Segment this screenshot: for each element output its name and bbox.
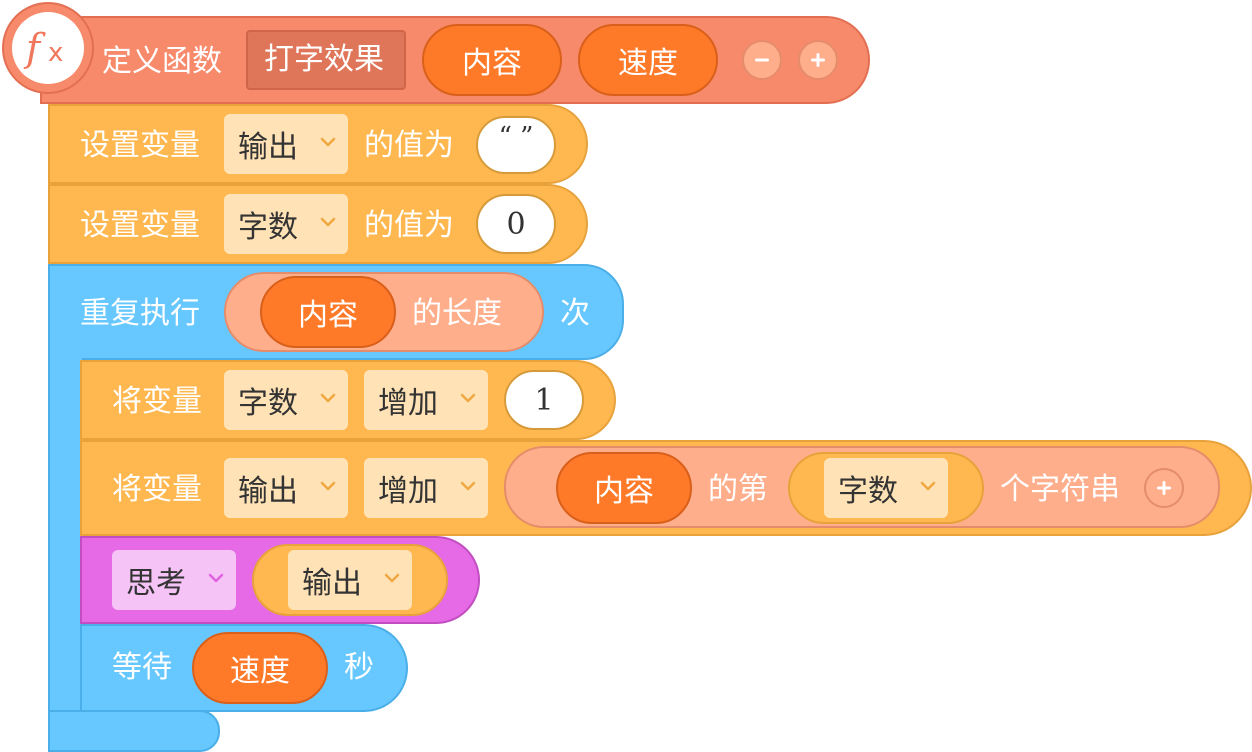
chevron-down-icon [320,137,336,147]
change-variable-keyword: 将变量 [112,384,202,419]
value-label: 的值为 [364,208,454,243]
nth-label: 的第 [708,472,768,507]
variable-dropdown-count[interactable]: 字数 [224,370,348,430]
plus-icon [1157,481,1171,495]
param-speed[interactable]: 速度 [578,24,718,96]
variable-dropdown-output[interactable]: 输出 [288,550,412,610]
operation-dropdown-increase[interactable]: 增加 [364,458,488,518]
add-param-button[interactable] [798,40,838,80]
repeat-block-footer [48,710,220,752]
value-label: 的值为 [364,128,454,163]
length-label: 的长度 [412,296,502,331]
variable-dropdown-label: 字数 [838,474,898,509]
seconds-label: 秒 [344,650,374,685]
minus-icon [755,58,769,62]
variable-dropdown-label: 输出 [302,566,362,601]
variable-dropdown-count[interactable]: 字数 [224,194,348,254]
value-input-zero[interactable]: 0 [476,194,556,254]
param-content-reporter[interactable]: 内容 [556,452,692,524]
substring-suffix-label: 个字符串 [1000,472,1120,507]
param-content-reporter[interactable]: 内容 [260,276,396,348]
param-speed-reporter[interactable]: 速度 [192,632,328,704]
function-name-field[interactable]: 打字效果 [246,30,406,90]
operation-dropdown-increase[interactable]: 增加 [364,370,488,430]
variable-dropdown-label: 输出 [238,474,298,509]
param-content[interactable]: 内容 [422,24,562,96]
set-variable-keyword: 设置变量 [80,128,200,163]
remove-param-button[interactable] [742,40,782,80]
variable-dropdown-output[interactable]: 输出 [224,114,348,174]
repeat-keyword: 重复执行 [80,296,200,331]
value-input-empty-string[interactable]: “ ” [476,116,556,174]
chevron-down-icon [320,393,336,403]
chevron-down-icon [384,573,400,583]
variable-dropdown-label: 字数 [238,386,298,421]
value-input-one[interactable]: 1 [504,370,584,430]
chevron-down-icon [460,481,476,491]
variable-dropdown-label: 输出 [238,130,298,165]
wait-keyword: 等待 [112,650,172,685]
variable-dropdown-label: 字数 [238,210,298,245]
add-argument-button[interactable] [1144,468,1184,508]
chevron-down-icon [320,217,336,227]
variable-dropdown-count[interactable]: 字数 [824,458,948,518]
plus-icon [811,53,825,67]
operation-dropdown-label: 增加 [378,474,438,509]
chevron-down-icon [320,481,336,491]
times-label: 次 [560,296,590,331]
define-keyword: 定义函数 [102,44,222,79]
set-variable-keyword: 设置变量 [80,208,200,243]
svg-text:x: x [48,38,63,68]
say-mode-dropdown[interactable]: 思考 [112,550,236,610]
repeat-block-arm [48,340,82,752]
variable-dropdown-output[interactable]: 输出 [224,458,348,518]
chevron-down-icon [208,573,224,583]
function-name: 打字效果 [264,42,384,77]
change-variable-keyword: 将变量 [112,472,202,507]
say-mode-label: 思考 [126,566,186,601]
function-icon: f x [12,12,84,84]
svg-text:f: f [23,26,46,70]
chevron-down-icon [460,393,476,403]
chevron-down-icon [920,481,936,491]
operation-dropdown-label: 增加 [378,386,438,421]
